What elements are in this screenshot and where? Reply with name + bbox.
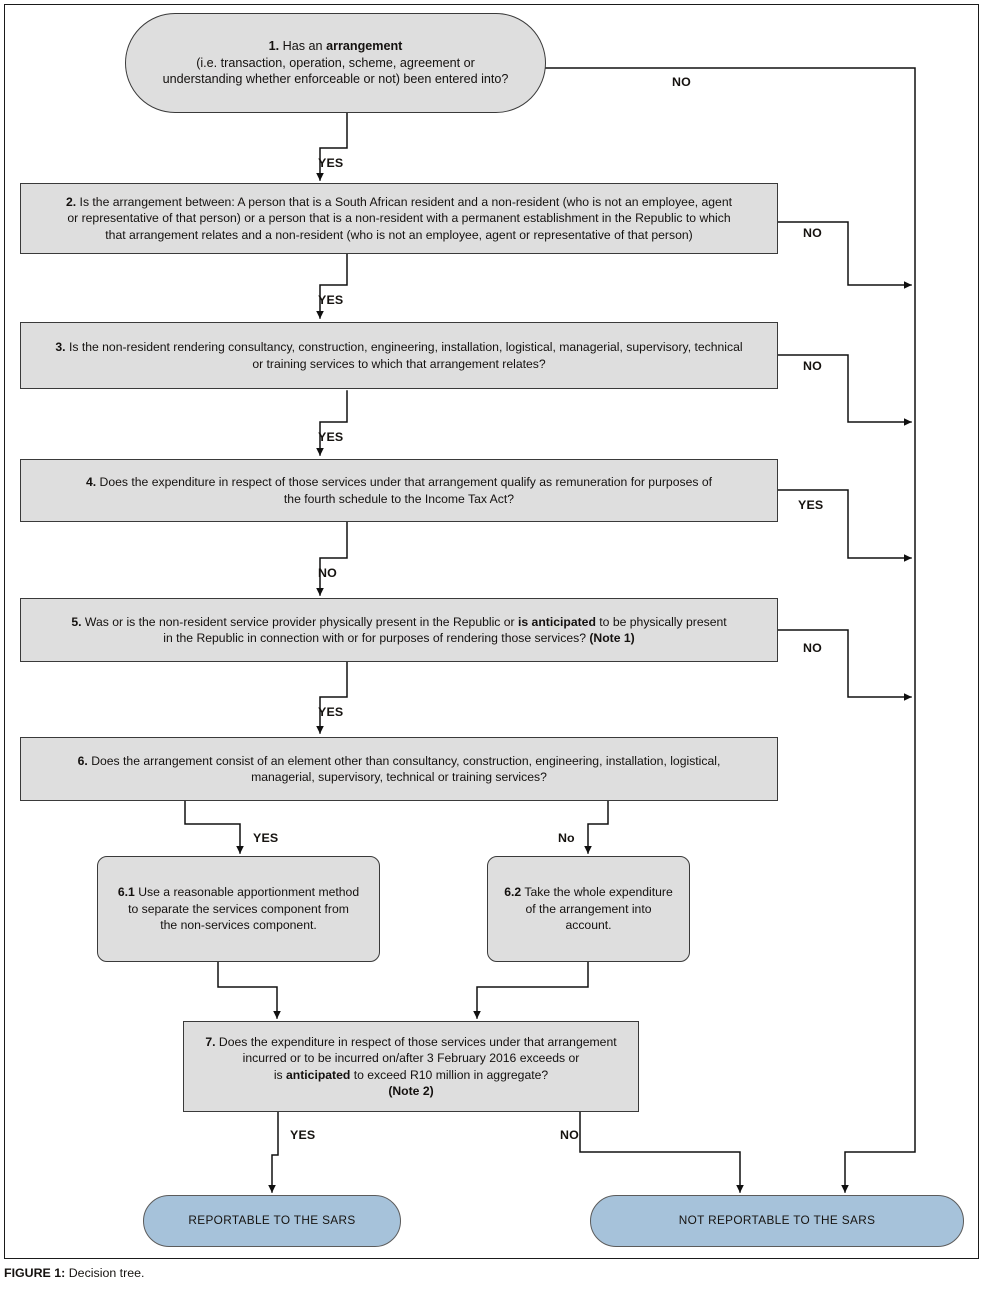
edge-label-2-no: NO: [803, 226, 822, 240]
node-1-line1a: Has an: [279, 38, 327, 53]
terminal-reportable-label: REPORTABLE TO THE SARS: [188, 1213, 356, 1228]
node-6-line1: Does the arrangement consist of an eleme…: [87, 753, 721, 768]
edge-5-yes: [316, 661, 348, 734]
edge-label-7-no: NO: [560, 1128, 579, 1142]
node-6-2-line1: Take the whole expenditure: [521, 885, 673, 900]
edge-6-no: [584, 800, 609, 854]
node-7-id: 7.: [205, 1034, 216, 1049]
node-6-text: 6. Does the arrangement consist of an el…: [66, 749, 733, 790]
edge-62-7: [473, 961, 589, 1019]
edge-2-no: [777, 221, 912, 289]
edge-3-yes: [316, 390, 348, 456]
edge-label-4-no: NO: [318, 566, 337, 580]
edge-label-5-no: NO: [803, 641, 822, 655]
node-2-line3: that arrangement relates and a non-resid…: [105, 227, 693, 242]
terminal-not-reportable-label: NOT REPORTABLE TO THE SARS: [678, 1213, 876, 1228]
node-4-line1: Does the expenditure in respect of those…: [96, 475, 712, 490]
node-5-note1: (Note 1): [589, 631, 635, 645]
node-6-1-line2: to separate the services component from: [128, 901, 349, 916]
edge-6-yes: [184, 800, 244, 854]
edge-1-yes: [316, 112, 348, 181]
edge-2-yes: [316, 253, 348, 319]
node-6-1-id: 6.1: [117, 885, 135, 900]
node-2-id: 2.: [66, 194, 77, 209]
node-6-other-element[interactable]: 6. Does the arrangement consist of an el…: [20, 737, 778, 801]
node-2-text: 2. Is the arrangement between: A person …: [54, 190, 744, 247]
node-6-1-line1: Use a reasonable apportionment method: [134, 885, 360, 900]
edge-label-4-yes: YES: [798, 498, 824, 512]
figure-caption-text: Decision tree.: [65, 1266, 145, 1280]
node-2-line1: Is the arrangement between: A person tha…: [76, 194, 732, 209]
node-6-2-line3: account.: [565, 918, 612, 933]
node-3-line1: Is the non-resident rendering consultanc…: [65, 340, 743, 355]
node-5-id: 5.: [71, 614, 82, 629]
edge-label-7-yes: YES: [290, 1128, 316, 1142]
node-6-1-line3: the non-services component.: [160, 918, 317, 933]
node-5-line2a: in the Republic in connection with or fo…: [163, 631, 590, 645]
edge-5-no: [777, 629, 912, 701]
node-6-id: 6.: [77, 753, 88, 768]
edge-label-1-yes: YES: [318, 156, 344, 170]
edge-4-yes: [777, 489, 912, 562]
node-7-line3a: is: [273, 1067, 286, 1082]
node-1-id: 1.: [268, 38, 280, 53]
node-1-text: 1. Has an arrangement (i.e. transaction,…: [151, 34, 521, 93]
node-5-presence[interactable]: 5. Was or is the non-resident service pr…: [20, 598, 778, 662]
node-3-text: 3. Is the non-resident rendering consult…: [43, 335, 754, 376]
node-7-line2: incurred or to be incurred on/after 3 Fe…: [242, 1051, 580, 1066]
node-2-parties[interactable]: 2. Is the arrangement between: A person …: [20, 183, 778, 254]
terminal-not-reportable[interactable]: NOT REPORTABLE TO THE SARS: [590, 1195, 964, 1247]
node-5-line1a: Was or is the non-resident service provi…: [81, 614, 518, 629]
edge-label-6-yes: YES: [253, 831, 279, 845]
node-7-line3c: to exceed R10 million in aggregate?: [350, 1067, 549, 1082]
node-1-keyword: arrangement: [326, 38, 403, 53]
node-6-1-apportionment[interactable]: 6.1 Use a reasonable apportionment metho…: [97, 856, 380, 962]
node-7-text: 7. Does the expenditure in respect of th…: [193, 1030, 628, 1103]
node-3-services[interactable]: 3. Is the non-resident rendering consult…: [20, 322, 778, 389]
node-2-line2: or representative of that person) or a p…: [67, 211, 731, 226]
node-6-1-text: 6.1 Use a reasonable apportionment metho…: [106, 880, 371, 937]
edge-4-no: [316, 521, 348, 596]
node-4-id: 4.: [86, 475, 97, 490]
node-7-threshold[interactable]: 7. Does the expenditure in respect of th…: [183, 1021, 639, 1112]
node-1-arrangement[interactable]: 1. Has an arrangement (i.e. transaction,…: [125, 13, 546, 113]
terminal-reportable[interactable]: REPORTABLE TO THE SARS: [143, 1195, 401, 1247]
node-5-line1c: to be physically present: [595, 614, 727, 629]
node-4-text: 4. Does the expenditure in respect of th…: [74, 470, 724, 511]
node-7-line1: Does the expenditure in respect of those…: [215, 1034, 617, 1049]
figure-border: [4, 4, 979, 1259]
node-5-text: 5. Was or is the non-resident service pr…: [59, 610, 738, 651]
node-5-keyword: is anticipated: [518, 614, 596, 629]
edge-7-yes: [268, 1111, 279, 1193]
node-6-2-id: 6.2: [504, 885, 522, 900]
edge-61-7: [217, 961, 281, 1019]
edge-label-1-no: NO: [672, 75, 691, 89]
node-6-line2: managerial, supervisory, technical or tr…: [251, 770, 547, 784]
node-6-2-whole-expenditure[interactable]: 6.2 Take the whole expenditure of the ar…: [487, 856, 690, 962]
edge-1-no: [545, 67, 916, 1193]
node-4-remuneration[interactable]: 4. Does the expenditure in respect of th…: [20, 459, 778, 522]
node-4-line2: the fourth schedule to the Income Tax Ac…: [283, 491, 515, 506]
node-7-keyword: anticipated: [286, 1067, 351, 1082]
node-3-id: 3.: [55, 340, 66, 355]
node-3-line2: or training services to which that arran…: [252, 356, 546, 371]
node-6-2-line2: of the arrangement into: [525, 901, 652, 916]
edge-label-2-yes: YES: [318, 293, 344, 307]
node-6-2-text: 6.2 Take the whole expenditure of the ar…: [492, 880, 685, 937]
figure-caption-label: FIGURE 1:: [4, 1266, 66, 1280]
edge-label-6-no: No: [558, 831, 575, 845]
figure-caption: FIGURE 1: Decision tree.: [4, 1266, 144, 1280]
edge-label-3-yes: YES: [318, 430, 344, 444]
edge-label-3-no: NO: [803, 359, 822, 373]
node-1-line2: (i.e. transaction, operation, scheme, ag…: [196, 55, 475, 70]
edge-7-no: [579, 1111, 744, 1193]
edge-3-no: [777, 354, 912, 426]
edge-label-5-yes: YES: [318, 705, 344, 719]
node-1-line3: understanding whether enforceable or not…: [162, 72, 509, 87]
node-7-note2: (Note 2): [388, 1083, 434, 1098]
